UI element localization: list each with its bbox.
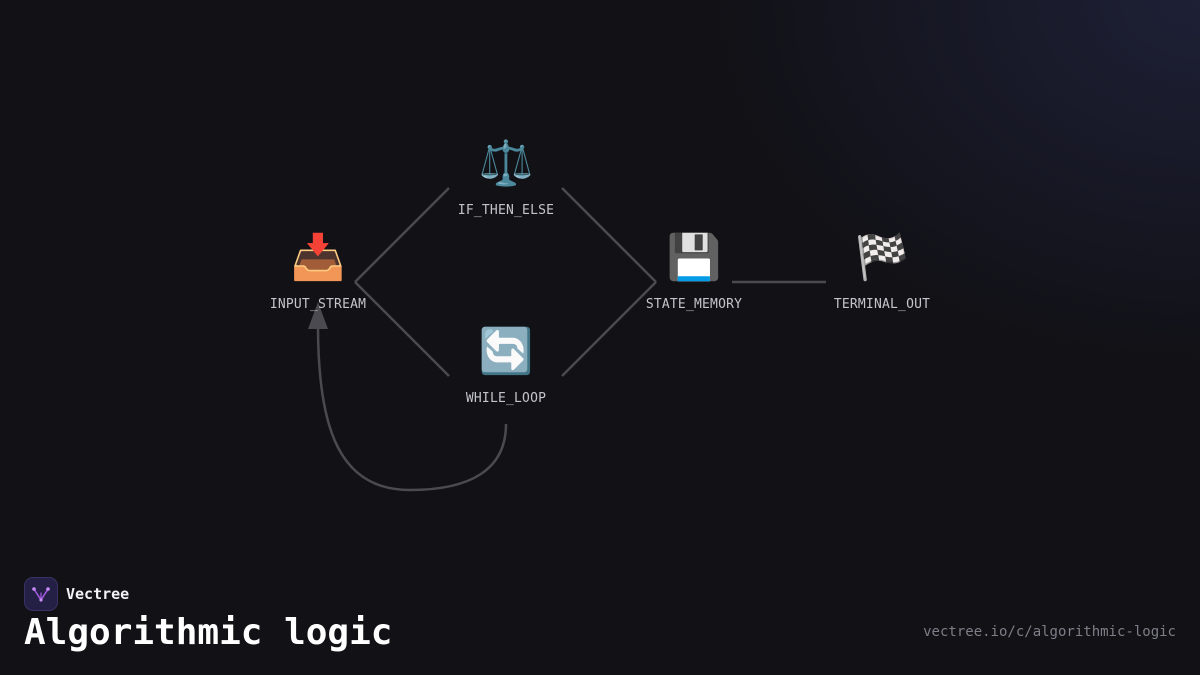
node-if-then-else: ⚖️ IF_THEN_ELSE <box>436 138 576 219</box>
edge-while-loop-back <box>316 325 508 492</box>
node-terminal-out: 🏁 TERMINAL_OUT <box>812 232 952 313</box>
edge-input-to-if <box>354 187 450 283</box>
node-label: IF_THEN_ELSE <box>457 203 555 218</box>
brand[interactable]: Vectree <box>24 577 129 611</box>
node-label: TERMINAL_OUT <box>833 297 931 312</box>
page-title: Algorithmic logic <box>24 612 393 653</box>
checkered-flag-icon: 🏁 <box>854 232 910 283</box>
balance-scale-icon: ⚖️ <box>478 138 534 189</box>
page-url[interactable]: vectree.io/c/algorithmic-logic <box>923 624 1176 640</box>
node-state-memory: 💾 STATE_MEMORY <box>624 232 764 313</box>
loop-back-arrowhead <box>308 302 328 329</box>
refresh-arrows-icon: 🔄 <box>478 326 534 377</box>
node-input-stream: 📥 INPUT_STREAM <box>248 232 388 313</box>
node-label: INPUT_STREAM <box>269 297 367 312</box>
edge-input-to-while <box>354 281 450 377</box>
brand-name: Vectree <box>66 585 130 603</box>
node-label: STATE_MEMORY <box>645 297 743 312</box>
floppy-disk-icon: 💾 <box>666 232 722 283</box>
inbox-tray-icon: 📥 <box>290 232 346 283</box>
node-while-loop: 🔄 WHILE_LOOP <box>436 326 576 407</box>
vectree-logo-icon <box>24 577 58 611</box>
edge-while-to-state <box>561 281 657 377</box>
edge-if-to-state <box>561 187 657 283</box>
node-label: WHILE_LOOP <box>465 391 547 406</box>
